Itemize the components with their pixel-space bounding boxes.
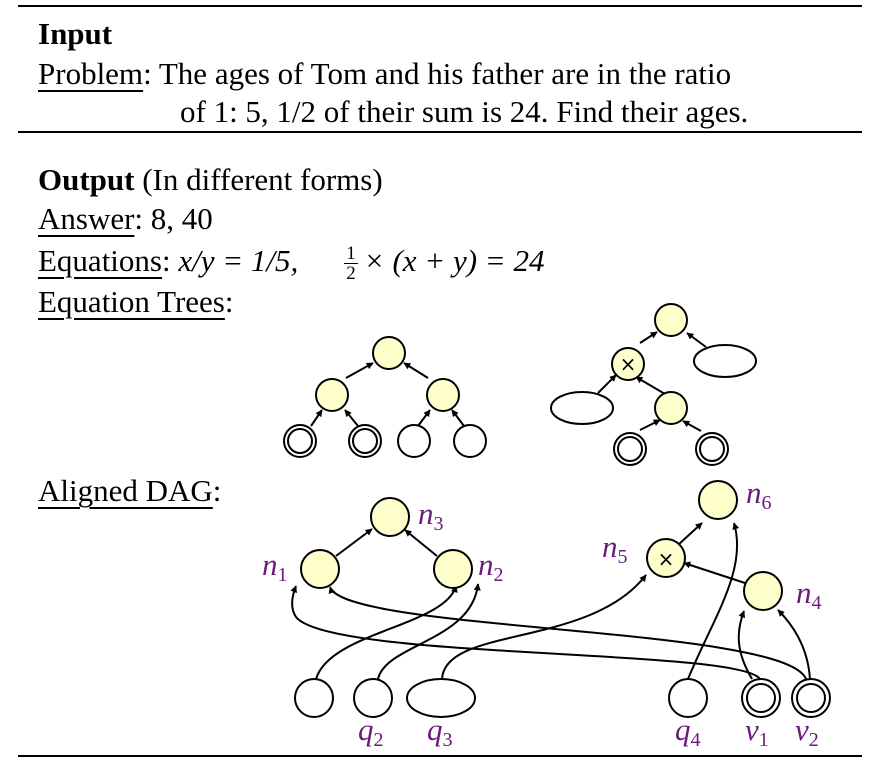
dag-edge-n2-n3 (404, 529, 438, 557)
output-heading-line: Output (In different forms) (38, 162, 383, 198)
tree1-edge (310, 409, 323, 427)
output-heading: Output (38, 162, 135, 197)
tree1-node (315, 378, 349, 412)
problem-line-1: Problem: The ages of Tom and his father … (38, 56, 732, 91)
tree2-var-leaf-inner (617, 436, 643, 462)
tree1-edge (345, 362, 374, 379)
tree1-node (426, 378, 460, 412)
bottom-rule (18, 755, 862, 757)
dag-node-n1 (300, 549, 340, 589)
tree1-root-node (372, 336, 406, 370)
tree1-edge (403, 362, 429, 379)
answer-label: Answer (38, 201, 135, 236)
dag-label-q4: q4 (675, 712, 701, 751)
dag-label-n1: n1 (262, 547, 288, 586)
trees-line: Equation Trees: (38, 284, 234, 319)
dag-leaf-q4 (668, 678, 708, 718)
tree2-var-leaf-inner (699, 436, 725, 462)
tree2-edge (639, 331, 658, 344)
tree2-root-node (654, 303, 688, 337)
dag-label-n2: n2 (478, 547, 504, 586)
tree2-edge (682, 420, 702, 432)
dag-line: Aligned DAG: (38, 473, 222, 508)
dag-leaf-v2-inner (796, 683, 826, 713)
tree1-edge (344, 409, 359, 427)
tree2-node (654, 391, 688, 425)
dag-label-n3: n3 (418, 496, 444, 535)
dag-label-v2: v2 (795, 712, 819, 751)
dag-node-n6 (698, 480, 738, 520)
equations-label: Equations (38, 243, 162, 278)
dag-label: Aligned DAG (38, 473, 213, 508)
tree2-edge (597, 374, 617, 394)
answer-value: 8, 40 (150, 201, 213, 236)
aligned-dag: × n3 n1 n2 n6 n5 n4 q2 q3 q4 v1 v2 (262, 475, 831, 751)
dag-leaf-q2 (353, 678, 393, 718)
tree2-edge (639, 419, 661, 431)
input-heading: Input (38, 16, 113, 51)
dag-edge-n4-n5 (683, 561, 746, 584)
tree2-times-node (611, 347, 645, 381)
dag-label-n5: n5 (602, 529, 628, 568)
dag-n5-times-label: × (658, 547, 675, 571)
problem-text-2: of 1: 5, 1/2 of their sum is 24. Find th… (180, 94, 749, 129)
tree2-edge (635, 376, 666, 395)
tree1-num-leaf (453, 424, 487, 458)
tree2-num-leaf (693, 344, 757, 378)
top-rule (18, 5, 862, 7)
tree1-edge (451, 409, 465, 427)
dag-node-n5 (646, 538, 686, 578)
dag-node-n3 (370, 497, 410, 537)
equation-2-rest: × (x + y) = 24 (363, 243, 545, 278)
dag-edge-q3-n5 (441, 574, 647, 680)
problem-text-1: The ages of Tom and his father are in th… (158, 56, 732, 91)
tree2-num-leaf (550, 391, 614, 425)
dag-edge-q2-n2 (377, 583, 481, 680)
dag-label-q2: q2 (358, 712, 384, 751)
equation-1: x/y = 1/5, (178, 243, 299, 278)
tree1-edge (417, 409, 431, 427)
dag-edge-v2-n4 (777, 609, 811, 680)
dag-edge-q1-n2 (315, 585, 458, 680)
dag-edge-q4-n6 (687, 522, 740, 680)
trees-label: Equation Trees (38, 284, 225, 319)
dag-label-v1: v1 (745, 712, 769, 751)
tree2-edge (686, 332, 707, 348)
tree2-times-label: × (620, 352, 637, 376)
dag-edge-v2-n1 (328, 586, 807, 680)
problem-label: Problem (38, 56, 144, 91)
dag-label-n6: n6 (746, 475, 772, 514)
dag-node-n2 (433, 549, 473, 589)
tree1-var-leaf-inner (352, 428, 378, 454)
output-heading-note: (In different forms) (142, 162, 383, 197)
equation-tree-1 (283, 336, 487, 458)
dag-leaf-q3 (406, 678, 476, 718)
answer-line: Answer: 8, 40 (38, 201, 213, 236)
mid-rule (18, 131, 862, 133)
equation-tree-2: × (550, 303, 757, 466)
dag-leaf-q1 (294, 678, 334, 718)
dag-edge-n5-n6 (677, 522, 703, 546)
dag-label-q3: q3 (427, 712, 453, 751)
dag-leaf-v1-inner (746, 683, 776, 713)
dag-edge-v1-n1 (290, 585, 761, 680)
tree1-var-leaf-inner (287, 428, 313, 454)
dag-edge-v1-n4 (737, 610, 753, 680)
dag-node-n4 (743, 571, 783, 611)
tree1-num-leaf (397, 424, 431, 458)
dag-edge-n1-n3 (335, 528, 373, 557)
dag-label-n4: n4 (796, 575, 822, 614)
